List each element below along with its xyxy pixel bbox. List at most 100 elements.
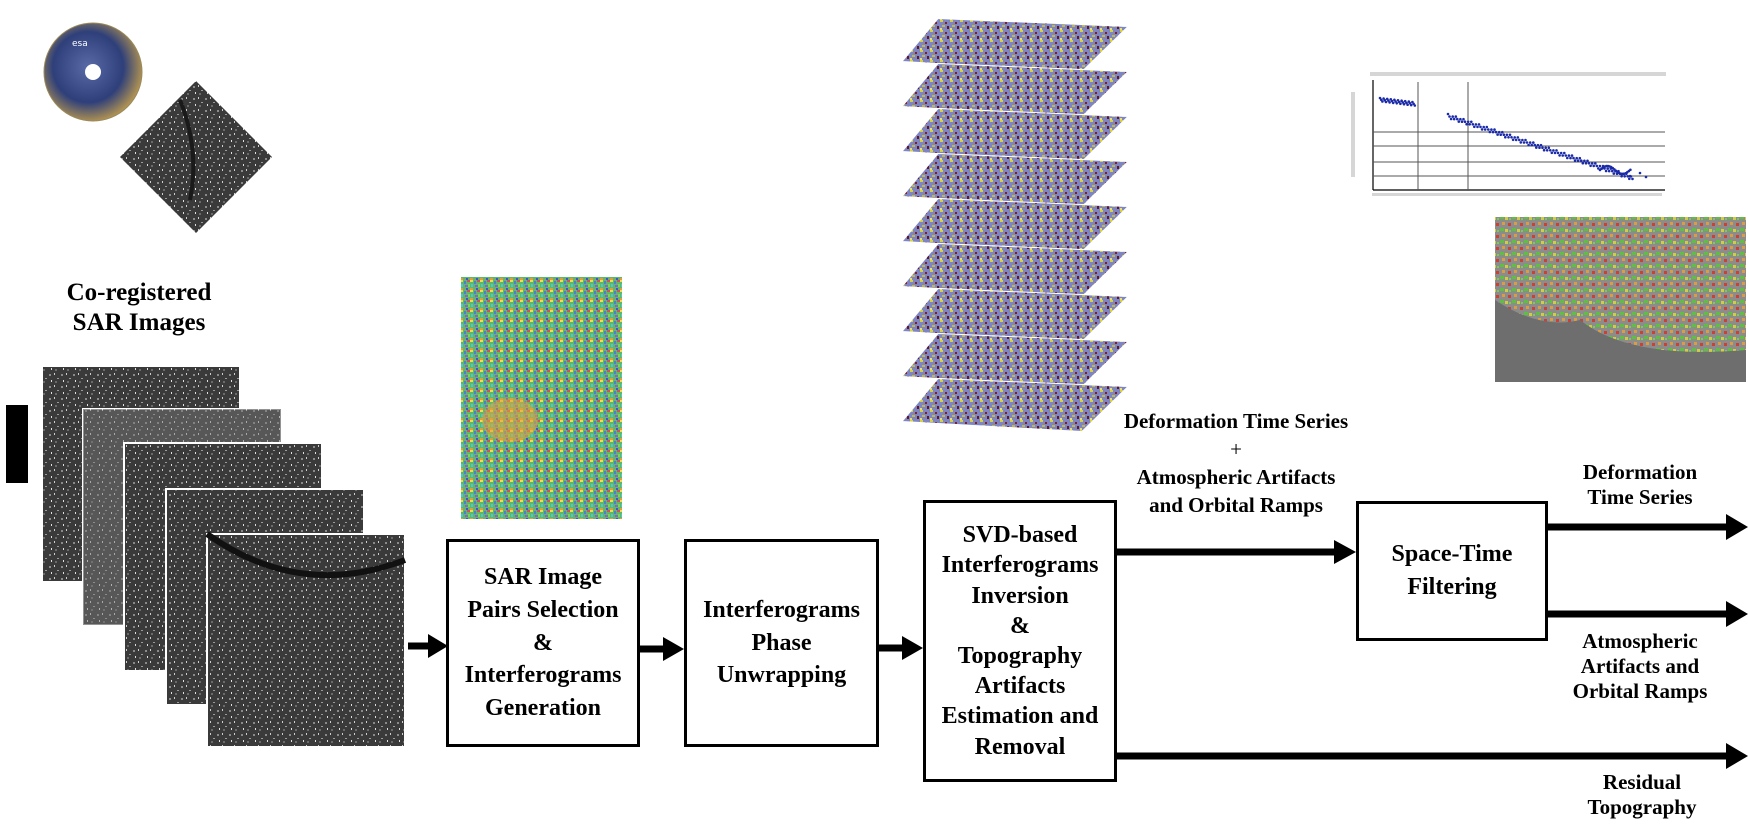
plot-point xyxy=(1476,125,1479,129)
plot-point xyxy=(1566,156,1569,160)
plot-point xyxy=(1497,130,1501,134)
output-deformation-label: Deformation Time Series xyxy=(1582,460,1698,510)
plot-point xyxy=(1589,164,1592,168)
plot-point xyxy=(1564,154,1568,157)
plot-point xyxy=(1488,130,1492,134)
sar-image-5 xyxy=(206,533,406,748)
plot-point xyxy=(1463,120,1467,123)
arrow-out-atmospheric xyxy=(1726,601,1748,627)
plot-point xyxy=(1535,146,1538,149)
pairs-selection-box: SAR Image Pairs Selection & Interferogra… xyxy=(446,539,640,747)
plot-point xyxy=(1384,100,1388,104)
plot-point xyxy=(1470,120,1473,124)
plot-point xyxy=(1569,156,1572,160)
plot-point xyxy=(1399,102,1402,106)
plot-point xyxy=(1626,175,1630,178)
arrow-unwrap-to-svd xyxy=(902,636,923,660)
plot-point xyxy=(1604,169,1608,173)
plot-point xyxy=(1518,138,1521,142)
plot-point xyxy=(1583,159,1586,163)
plot-point xyxy=(1522,141,1526,144)
plot-point xyxy=(1592,164,1595,168)
plot-point xyxy=(1620,172,1624,176)
plot-point xyxy=(1584,162,1588,165)
pairs-selection-label: SAR Image Pairs Selection & Interferogra… xyxy=(464,564,622,721)
plot-point xyxy=(1487,128,1490,131)
plot-point xyxy=(1510,136,1513,139)
plot-point xyxy=(1485,125,1489,129)
interferogram-image xyxy=(461,277,622,519)
plot-point xyxy=(1499,133,1502,136)
plot-point xyxy=(1623,175,1626,178)
plot-point xyxy=(1501,130,1504,134)
stack-layer xyxy=(900,377,1130,433)
plot-point xyxy=(1553,151,1557,155)
plot-point xyxy=(1456,117,1459,121)
deformation-time-series-plot xyxy=(1340,66,1670,200)
plot-point xyxy=(1504,135,1507,139)
plot-point xyxy=(1460,120,1464,123)
plot-point xyxy=(1468,123,1471,126)
plot-point xyxy=(1491,130,1495,134)
plot-point xyxy=(1570,154,1574,157)
plot-point xyxy=(1580,159,1583,162)
plot-point xyxy=(1452,117,1456,121)
plot-point xyxy=(1644,175,1648,179)
plot-point xyxy=(1480,128,1484,131)
plot-point xyxy=(1502,133,1506,136)
plot-point xyxy=(1457,120,1461,123)
plot-point xyxy=(1395,102,1399,105)
stack-title-line1: Co-registered xyxy=(66,279,212,306)
plot-point xyxy=(1628,174,1632,178)
phase-unwrapping-label: Interferograms Phase Unwrapping xyxy=(703,597,860,689)
stack-layer xyxy=(900,152,1130,208)
plot-point xyxy=(1528,141,1532,144)
mean-velocity-map xyxy=(1495,217,1746,382)
plot-point xyxy=(1505,133,1509,137)
plot-point xyxy=(1462,117,1465,121)
plot-point xyxy=(1590,162,1594,165)
plot-point xyxy=(1544,146,1547,150)
output-atmospheric-label: Atmospheric Artifacts and Orbital Ramps xyxy=(1572,629,1708,704)
output-topography-label: Residual Topography xyxy=(1587,770,1697,820)
plot-point xyxy=(1612,172,1616,175)
plot-point xyxy=(1406,103,1409,106)
svd-output-line1: Deformation Time Series xyxy=(1123,409,1349,433)
sar-scene-thumbnail xyxy=(120,81,272,233)
sar-image-stack xyxy=(6,365,407,748)
plot-point xyxy=(1466,120,1470,124)
arrow-svd-to-filter xyxy=(1334,540,1356,564)
plot-point xyxy=(1479,125,1482,129)
plot-point xyxy=(1532,141,1535,144)
plot-point xyxy=(1576,159,1580,162)
plot-point xyxy=(1545,149,1549,152)
plot-point xyxy=(1465,122,1468,126)
svd-output-label: Deformation Time Series + Atmospheric Ar… xyxy=(1100,408,1372,520)
arrow-out-topography xyxy=(1726,743,1748,769)
plot-point xyxy=(1471,123,1475,126)
plot-point xyxy=(1448,115,1451,118)
plot-point xyxy=(1454,115,1458,118)
plot-point xyxy=(1587,162,1591,165)
plot-point xyxy=(1586,159,1589,163)
plot-point xyxy=(1611,169,1614,173)
stack-layer xyxy=(900,332,1130,388)
plot-point xyxy=(1516,136,1520,139)
plot-point xyxy=(1541,146,1544,149)
plot-point xyxy=(1538,146,1541,149)
esa-cd-icon: esa xyxy=(43,22,143,122)
plot-point xyxy=(1527,143,1530,147)
svd-output-line3: Atmospheric Artifacts xyxy=(1136,464,1336,489)
stack-layer xyxy=(900,287,1130,343)
svd-inversion-box: SVD-based Interferograms Inversion & Top… xyxy=(923,500,1117,782)
plot-point xyxy=(1631,177,1634,181)
plot-point xyxy=(1561,154,1564,157)
plot-point xyxy=(1507,136,1510,139)
plot-point xyxy=(1519,141,1523,144)
plot-point xyxy=(1578,156,1582,160)
plot-point xyxy=(1381,100,1384,103)
plot-point xyxy=(1494,130,1498,134)
plot-point xyxy=(1459,117,1462,121)
plot-point xyxy=(1575,156,1578,160)
stack-layer xyxy=(900,107,1130,163)
